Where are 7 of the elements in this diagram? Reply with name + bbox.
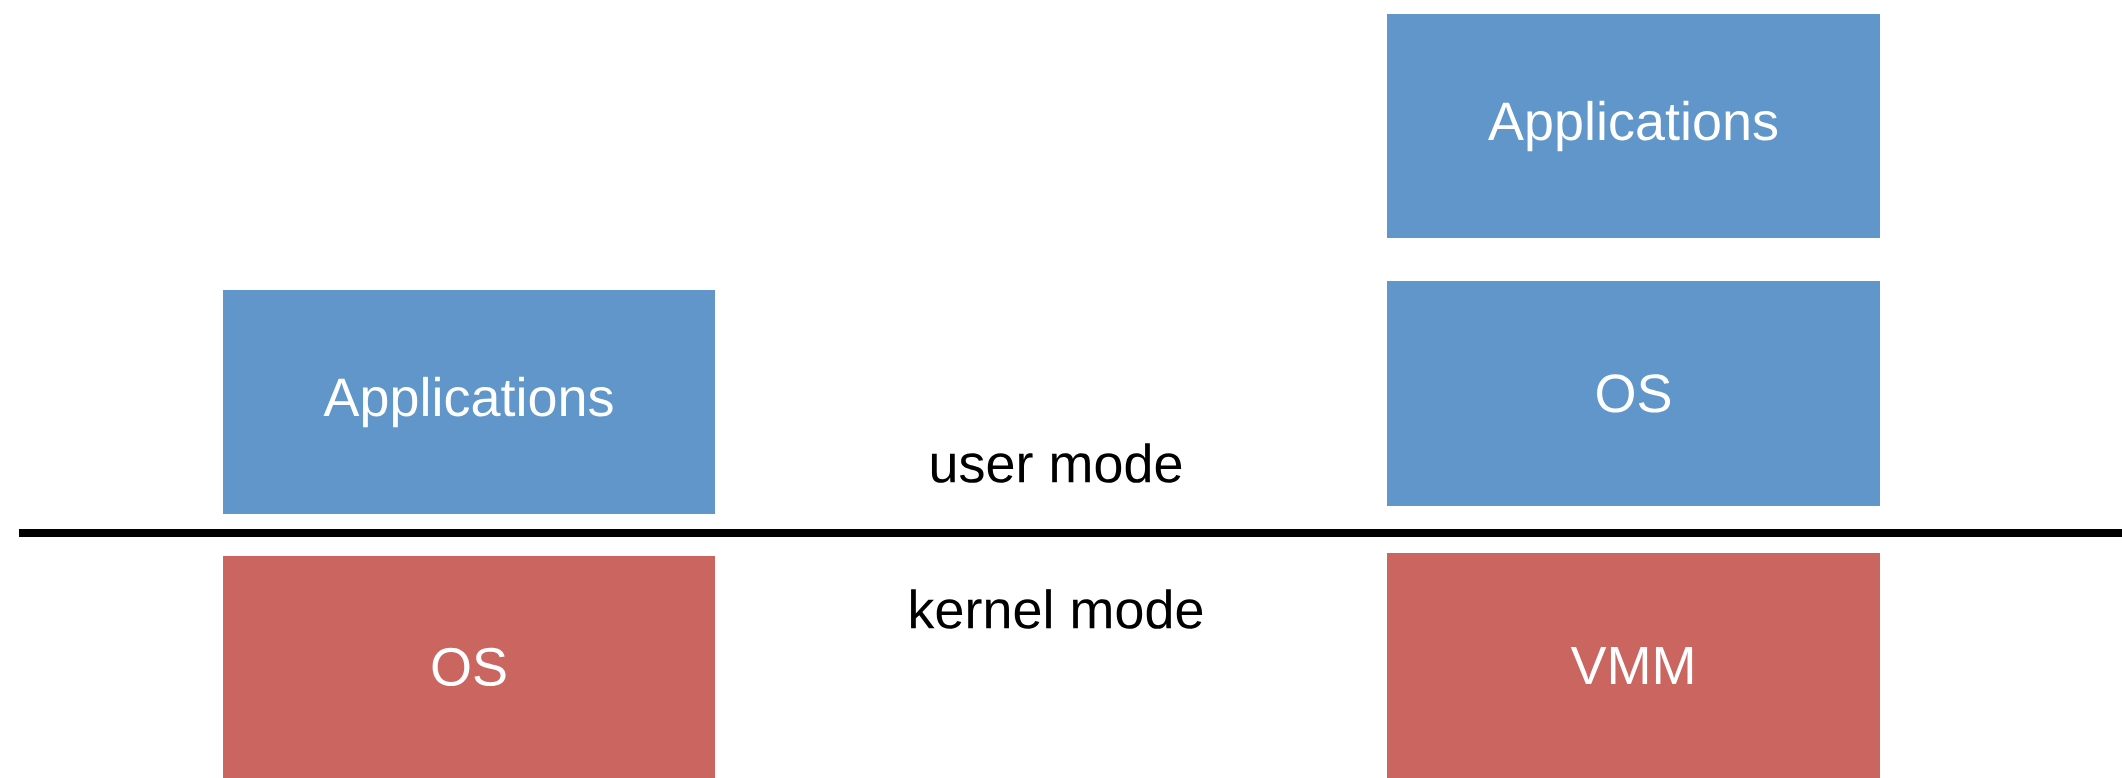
user-layer-box: Applications	[1387, 14, 1880, 238]
mode-label: kernel mode	[911, 589, 1203, 629]
user-layer-box: Applications	[223, 290, 715, 514]
kernel-layer-box: OS	[223, 556, 715, 778]
kernel-layer-box: VMM	[1387, 553, 1880, 778]
user-layer-box: OS	[1387, 281, 1880, 506]
mode-label: user mode	[931, 443, 1182, 483]
